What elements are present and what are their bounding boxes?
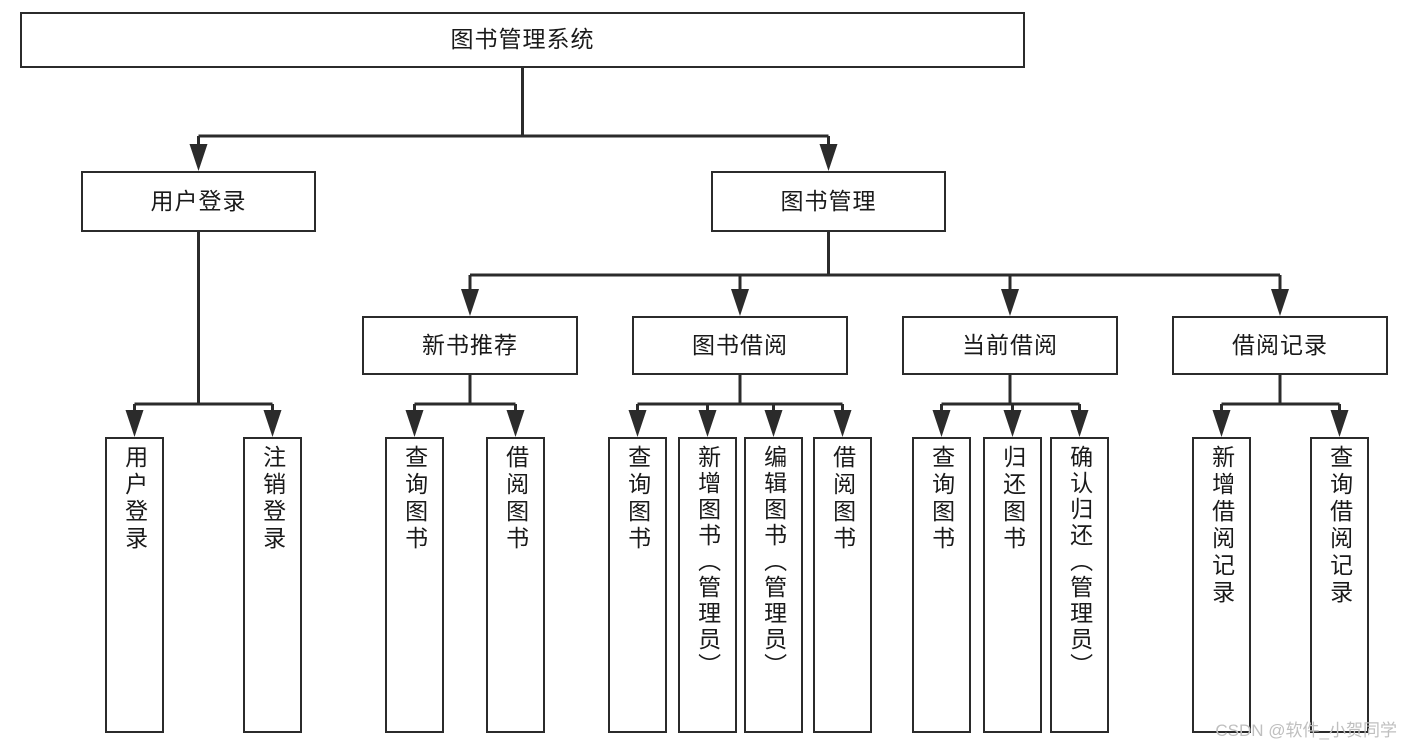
node-label: 新书推荐 [422, 331, 518, 358]
node-leaf-borrow-edit-book: 编辑图书（管理员） [744, 437, 803, 733]
node-leaf-cur-return-book: 归还图书 [983, 437, 1042, 733]
node-label: 新增图书（管理员） [694, 445, 721, 679]
csdn-watermark: CSDN @软件_小贺同学 [1215, 721, 1397, 740]
connector-arrowhead [932, 410, 951, 437]
connector-arrowhead [819, 144, 838, 171]
node-leaf-user-login: 用户登录 [105, 437, 164, 733]
node-label: 编辑图书（管理员） [760, 445, 787, 679]
node-leaf-user-logout: 注销登录 [243, 437, 302, 733]
node-label: 图书管理系统 [450, 26, 595, 53]
connector-arrowhead [506, 410, 525, 437]
connector-arrowhead [833, 410, 852, 437]
node-label: 查询图书 [928, 445, 955, 553]
connector-arrowhead [764, 410, 783, 437]
node-label: 图书借阅 [692, 331, 788, 358]
node-label: 用户登录 [121, 445, 148, 553]
connector-arrowhead [125, 410, 144, 437]
connector-arrowhead [189, 144, 208, 171]
node-leaf-cur-query-book: 查询图书 [912, 437, 971, 733]
connector-arrowhead [1001, 289, 1019, 316]
connector-arrowhead [1003, 410, 1022, 437]
node-label: 归还图书 [999, 445, 1026, 553]
node-leaf-rec-query-record: 查询借阅记录 [1310, 437, 1369, 733]
connector-arrowhead [1212, 410, 1231, 437]
node-root: 图书管理系统 [20, 12, 1025, 68]
connector-arrowhead [1271, 289, 1289, 316]
node-leaf-borrow-query-book: 查询图书 [608, 437, 667, 733]
node-label: 注销登录 [259, 445, 286, 553]
node-label: 借阅图书 [502, 445, 529, 553]
connector-arrowhead [263, 410, 282, 437]
node-borrow-record: 借阅记录 [1172, 316, 1388, 375]
connector-arrowhead [698, 410, 717, 437]
node-label: 查询图书 [401, 445, 428, 553]
node-label: 新增借阅记录 [1208, 445, 1235, 607]
node-leaf-cur-confirm-return: 确认归还（管理员） [1050, 437, 1109, 733]
node-current-borrow: 当前借阅 [902, 316, 1118, 375]
connector-arrowhead [461, 289, 479, 316]
node-leaf-rec-query-book: 查询图书 [385, 437, 444, 733]
node-new-book-recommend: 新书推荐 [362, 316, 578, 375]
connector-arrowhead [731, 289, 749, 316]
node-user-login: 用户登录 [81, 171, 316, 232]
node-leaf-rec-borrow-book: 借阅图书 [486, 437, 545, 733]
node-book-manage: 图书管理 [711, 171, 946, 232]
node-label: 借阅图书 [829, 445, 856, 553]
node-label: 当前借阅 [962, 331, 1058, 358]
node-leaf-rec-add-record: 新增借阅记录 [1192, 437, 1251, 733]
node-label: 查询图书 [624, 445, 651, 553]
node-label: 确认归还（管理员） [1066, 445, 1093, 679]
node-label: 图书管理 [780, 187, 877, 214]
node-label: 用户登录 [150, 187, 247, 214]
connector-arrowhead [1330, 410, 1349, 437]
connector-arrowhead [405, 410, 424, 437]
node-label: 查询借阅记录 [1326, 445, 1353, 607]
connector-arrowhead [628, 410, 647, 437]
node-label: 借阅记录 [1232, 331, 1328, 358]
connector-arrowhead [1070, 410, 1089, 437]
node-book-borrow: 图书借阅 [632, 316, 848, 375]
node-leaf-borrow-add-book: 新增图书（管理员） [678, 437, 737, 733]
node-leaf-borrow-borrow-book: 借阅图书 [813, 437, 872, 733]
